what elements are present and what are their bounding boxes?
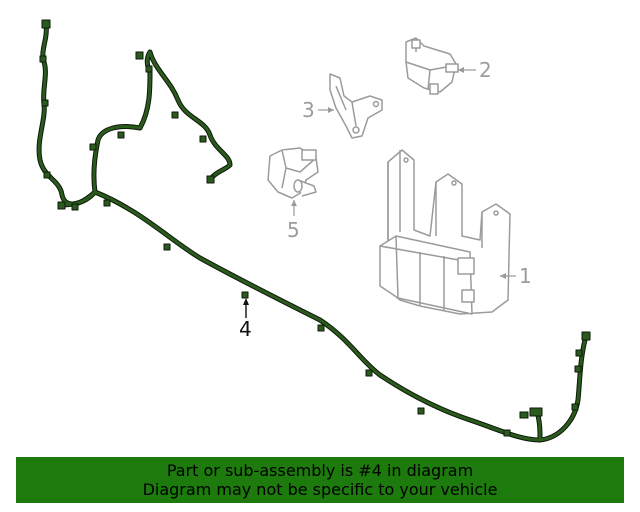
banner-line-part-number: Part or sub-assembly is #4 in diagram [166,461,474,480]
harness-clip [417,407,425,415]
harness-clip [571,403,579,411]
harness-clip [39,55,47,63]
harness-clip [117,131,125,139]
harness-clip [43,171,51,179]
harness-connector [581,331,591,341]
control-module-part-1[interactable] [379,149,511,315]
relay-part-2[interactable] [405,37,459,95]
harness-connector [519,411,529,419]
harness-clip [41,99,49,107]
banner-line-disclaimer: Diagram may not be specific to your vehi… [142,480,498,499]
harness-clip [89,143,97,151]
callout-4: 4 [239,317,252,341]
harness-connector [206,175,215,184]
callout-3: 3 [302,98,315,122]
harness-clip [199,135,207,143]
sensor-part-5[interactable] [267,147,319,199]
arrowhead-5 [291,200,297,206]
harness-clip [503,429,511,437]
callout-5: 5 [287,218,300,242]
harness-connector [57,201,66,210]
harness-clip [317,324,325,332]
arrowhead-4 [243,298,249,305]
arrowhead-2 [458,67,464,73]
harness-clip [103,199,111,207]
harness-clip [575,349,583,357]
harness-clip [163,243,171,251]
harness-connector [41,19,51,29]
wiring-harness-part-4[interactable] [36,19,591,443]
harness-clip [574,365,582,373]
callout-2: 2 [479,58,492,82]
harness-clip [241,291,249,299]
bracket-part-3[interactable] [329,73,383,139]
arrowhead-1 [500,273,506,279]
harness-clip [71,203,79,211]
callout-1: 1 [519,264,532,288]
arrowhead-3 [328,107,334,113]
harness-clip [365,369,373,377]
harness-connector [529,407,543,417]
info-banner: Part or sub-assembly is #4 in diagram Di… [16,457,624,503]
harness-connector [135,51,144,60]
harness-clip [145,65,153,73]
harness-clip [171,111,179,119]
